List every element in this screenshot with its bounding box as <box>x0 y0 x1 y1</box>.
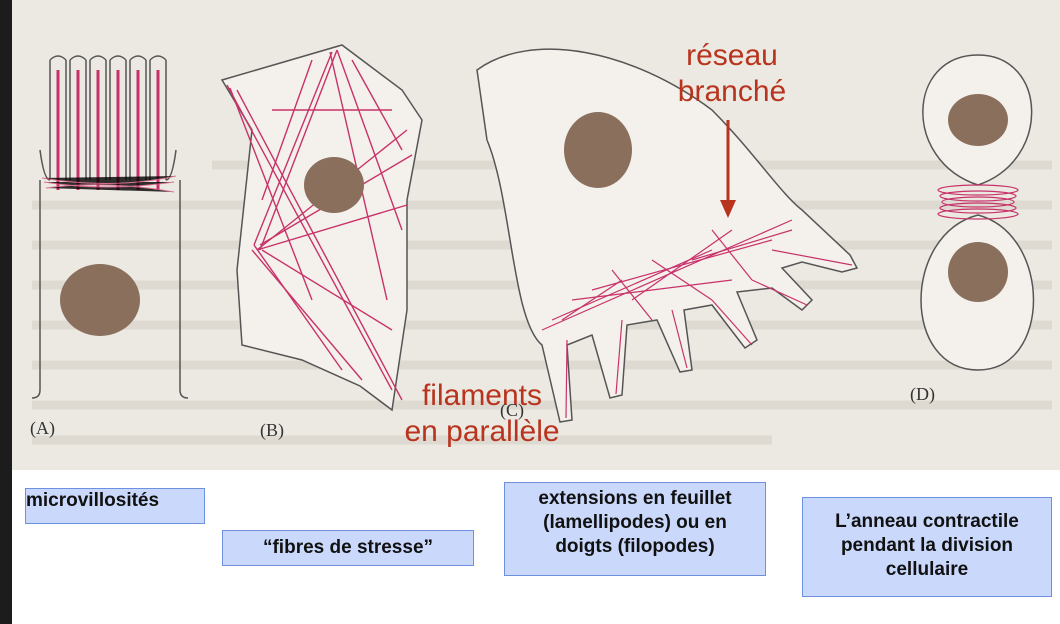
arrow-reseau <box>720 120 736 218</box>
caption-extensions: extensions en feuillet (lamellipodes) ou… <box>504 482 766 576</box>
caption-microvillosites: microvillosités <box>25 488 205 524</box>
nucleus-d-top <box>948 94 1008 146</box>
figure-stage: réseau branché filaments en parallèle (A… <box>12 0 1060 624</box>
caption-extensions-line1: extensions en feuillet <box>538 488 732 509</box>
annotation-filaments-line1: filaments <box>421 379 543 412</box>
panel-label-c: (C) <box>500 400 524 420</box>
caption-extensions-line3: doigts (filopodes) <box>555 536 715 557</box>
textbook-photo: réseau branché filaments en parallèle (A… <box>12 0 1060 470</box>
caption-anneau-line2: pendant la division <box>840 535 1014 556</box>
caption-extensions-line2: (lamellipodes) ou en <box>543 512 727 533</box>
caption-anneau-line3: cellulaire <box>885 559 969 580</box>
caption-anneau-contractile: L’anneau contractile pendant la division… <box>802 497 1052 597</box>
panel-label-d: (D) <box>910 384 935 404</box>
nucleus-a <box>60 264 140 336</box>
nucleus-b <box>304 157 364 213</box>
nucleus-c <box>564 112 632 188</box>
panel-label-b: (B) <box>260 420 284 440</box>
annotation-reseau-line1: réseau <box>686 39 778 72</box>
cell-b-stress-fibres <box>220 44 423 412</box>
annotation-filaments-line2: en parallèle <box>404 415 560 448</box>
cell-a-microvilli <box>31 55 189 399</box>
cell-d-contractile-ring <box>920 54 1035 371</box>
annotation-reseau-branche: réseau branché <box>672 38 792 110</box>
caption-anneau-line1: L’anneau contractile <box>835 511 1019 532</box>
caption-microvillosites-text: microvillosités <box>26 490 160 511</box>
annotation-reseau-line2: branché <box>677 75 787 108</box>
panel-label-a: (A) <box>30 418 55 438</box>
cell-c-lamellipodia <box>476 48 859 423</box>
caption-fibres-de-stresse: “fibres de stresse” <box>222 530 474 566</box>
annotation-filaments-parallele: filaments en parallèle <box>382 378 582 450</box>
nucleus-d-bottom <box>948 242 1008 302</box>
cell-illustration <box>31 44 1052 445</box>
caption-fibres-text: “fibres de stresse” <box>262 537 434 558</box>
